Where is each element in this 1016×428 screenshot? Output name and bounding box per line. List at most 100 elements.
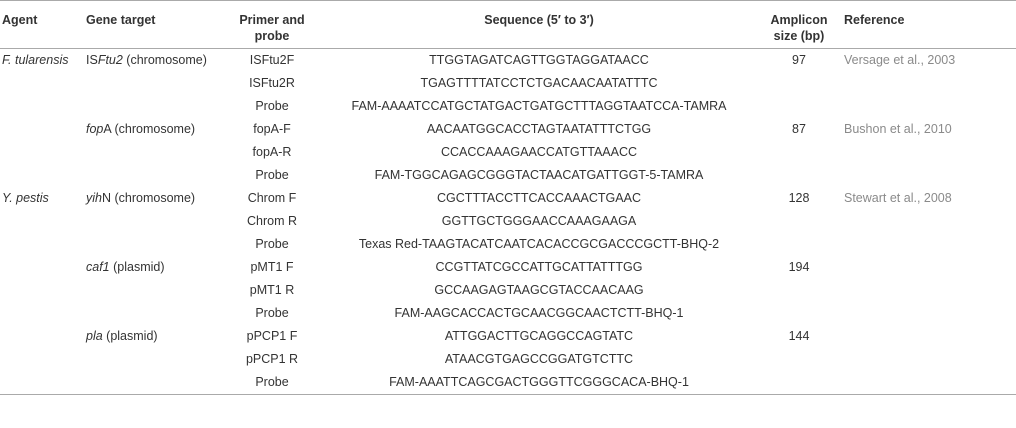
cell-primer: pMT1 F	[250, 260, 294, 274]
cell-primer: Probe	[224, 371, 320, 395]
cell-gene-target	[82, 371, 224, 395]
cell-reference	[840, 279, 1016, 302]
cell-agent	[0, 348, 82, 371]
cell-agent	[0, 95, 82, 118]
table-row: ISFtu2R TGAGTTTTATCCTCTGACAACAATATTTC	[0, 72, 1016, 95]
cell-gene-target: yihN (chromosome)	[86, 191, 196, 205]
cell-agent	[0, 302, 82, 325]
cell-primer: Chrom R	[246, 214, 297, 228]
cell-agent	[0, 72, 82, 95]
cell-gene-target	[82, 279, 224, 302]
cell-amplicon-size: 128	[788, 191, 810, 205]
cell-primer: Probe	[255, 306, 289, 320]
cell-gene-target: ISFtu2 (chromosome)	[86, 53, 207, 67]
cell-sequence: CGCTTTACCTTCACCAAACTGAAC	[437, 191, 641, 205]
cell-primer: pPCP1 F	[246, 329, 298, 343]
cell-gene-target	[82, 95, 224, 118]
cell-reference	[840, 348, 1016, 371]
cell-sequence: Texas Red-TAAGTACATCAATCACACCGCGACCCGCTT…	[358, 237, 720, 251]
cell-reference	[840, 210, 1016, 233]
cell-primer: pPCP1 R	[245, 352, 299, 366]
cell-amplicon-size: 194	[788, 260, 810, 274]
cell-reference	[840, 371, 1016, 395]
table-row: pPCP1 R ATAACGTGAGCCGGATGTCTTC	[0, 348, 1016, 371]
cell-sequence: TTGGTAGATCAGTTGGTAGGATAACC	[429, 53, 649, 67]
cell-sequence: CCGTTATCGCCATTGCATTATTTGG	[435, 260, 643, 274]
cell-gene-target	[82, 164, 224, 187]
cell-sequence: FAM-TGGCAGAGCGGGTACTAACATGATTGGT-5-TAMRA	[374, 168, 704, 182]
cell-sequence: FAM-AAATTCAGCGACTGGGTTCGGGCACA-BHQ-1	[320, 371, 758, 395]
cell-reference	[840, 233, 1016, 256]
cell-amplicon-size	[758, 141, 840, 164]
cell-agent: Y. pestis	[2, 191, 49, 205]
cell-gene-target	[82, 210, 224, 233]
cell-reference: Bushon et al., 2010	[844, 122, 952, 136]
cell-reference	[840, 141, 1016, 164]
cell-amplicon-size	[758, 164, 840, 187]
cell-agent	[0, 118, 82, 141]
cell-sequence: GCCAAGAGTAAGCGTACCAACAAG	[434, 283, 644, 297]
cell-sequence: ATAACGTGAGCCGGATGTCTTC	[444, 352, 634, 366]
header-gene-target: Gene target	[82, 0, 224, 49]
cell-amplicon-size	[758, 279, 840, 302]
cell-primer: Probe	[255, 237, 289, 251]
cell-sequence: GGTTGCTGGGAACCAAAGAAGA	[441, 214, 637, 228]
header-sequence: Sequence (5′ to 3′)	[320, 0, 758, 49]
cell-gene-target	[82, 72, 224, 95]
cell-reference	[840, 302, 1016, 325]
cell-primer: Probe	[255, 168, 289, 182]
cell-sequence: FAM-AAAATCCATGCTATGACTGATGCTTTAGGTAATCCA…	[351, 99, 727, 113]
header-reference: Reference	[840, 0, 1016, 49]
cell-amplicon-size	[758, 233, 840, 256]
cell-primer: Probe	[255, 99, 289, 113]
cell-primer: ISFtu2F	[249, 53, 295, 67]
cell-primer: pMT1 R	[249, 283, 295, 297]
cell-sequence: TGAGTTTTATCCTCTGACAACAATATTTC	[420, 76, 658, 90]
cell-amplicon-size: 87	[792, 122, 806, 136]
table-row: caf1 (plasmid) pMT1 F CCGTTATCGCCATTGCATTA…	[0, 256, 1016, 279]
cell-reference: Stewart et al., 2008	[844, 191, 952, 205]
table-row: pMT1 R GCCAAGAGTAAGCGTACCAACAAG	[0, 279, 1016, 302]
cell-gene-target	[82, 348, 224, 371]
table-row: pla (plasmid) pPCP1 F ATTGGACTTGCAGGCCAGTA…	[0, 325, 1016, 348]
cell-amplicon-size	[758, 348, 840, 371]
table-row: Y. pestis yihN (chromosome) Chrom F CGCTTTA…	[0, 187, 1016, 210]
cell-gene-target	[82, 233, 224, 256]
table-row: Probe FAM-AAAATCCATGCTATGACTGATGCTTTAGGTA…	[0, 95, 1016, 118]
table-row: Probe Texas Red-TAAGTACATCAATCACACCGCGACC…	[0, 233, 1016, 256]
table-row: Chrom R GGTTGCTGGGAACCAAAGAAGA	[0, 210, 1016, 233]
cell-agent	[0, 210, 82, 233]
cell-gene-target	[82, 302, 224, 325]
cell-amplicon-size	[758, 95, 840, 118]
cell-amplicon-size	[758, 302, 840, 325]
cell-sequence: CCACCAAAGAACCATGTTAAACC	[440, 145, 638, 159]
cell-reference	[840, 72, 1016, 95]
cell-gene-target: pla (plasmid)	[86, 329, 158, 343]
cell-gene-target	[82, 141, 224, 164]
cell-sequence: AACAATGGCACCTAGTAATATTTCTGG	[426, 122, 652, 136]
cell-amplicon-size: 144	[788, 329, 810, 343]
cell-reference: Versage et al., 2003	[844, 53, 956, 67]
cell-primer: fopA-F	[253, 122, 291, 136]
cell-reference	[840, 325, 1016, 348]
cell-reference	[840, 256, 1016, 279]
cell-primer: Chrom F	[247, 191, 297, 205]
cell-reference	[840, 164, 1016, 187]
cell-gene-target: caf1 (plasmid)	[86, 260, 165, 274]
cell-amplicon-size: 97	[792, 53, 806, 67]
header-agent: Agent	[0, 0, 82, 49]
cell-agent	[0, 164, 82, 187]
cell-primer: ISFtu2R	[249, 76, 295, 90]
cell-agent	[0, 371, 82, 395]
cell-sequence: ATTGGACTTGCAGGCCAGTATC	[444, 329, 634, 343]
